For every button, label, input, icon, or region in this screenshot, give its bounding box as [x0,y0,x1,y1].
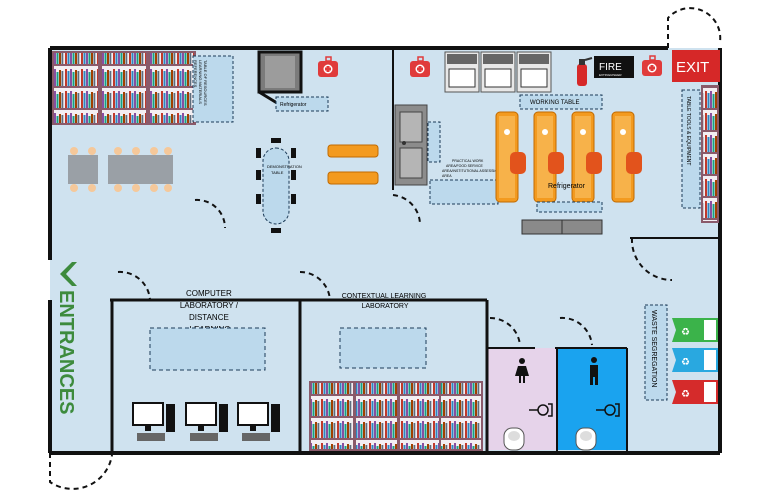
interior-walls [110,48,720,453]
svg-text:♻: ♻ [681,389,690,400]
practical-work-label: PRACTICAL WORK AREA/FOOD SERVICE AREA/IN… [442,159,504,178]
waste-segregation-label: WASTE SEGREGATION [650,310,657,387]
sink-icon [394,104,428,186]
fire-sign [594,56,634,78]
refrigerator-label: Refrigerator [548,183,586,190]
recycle-bin-green: ♻ [672,318,718,342]
computer-lab-table [149,327,266,371]
working-table-label: WORKING TABLE [530,100,579,106]
female-toilet-icon [515,358,529,383]
tools-equipment-label: TABLE TOOLS & EQUIPMENT [685,96,691,165]
svg-text:TABLE: TABLE [271,170,284,175]
resources-label: TABLE OF RESOURCES LEARNING MATERIALS RE… [193,60,208,107]
cutting-boards [327,144,379,185]
bookshelf [100,51,148,125]
demonstration-table: DEMONSTRATION TABLE [256,138,302,233]
refrigerator-small-box [275,96,329,112]
cooking-stations [495,111,642,203]
bookshelf [354,381,399,451]
outer-walls [48,46,722,455]
first-aid-icon [642,55,662,76]
first-aid-icon [410,56,430,77]
door-swings [49,7,722,490]
fire-sublabel: EXTINGUISHER [599,73,622,77]
stoves [444,51,552,93]
waste-segregation-table [644,304,668,401]
bookshelf [398,381,441,451]
desktop-computer-icon [237,402,280,441]
exit-sign [672,50,720,82]
station-counter [536,201,603,213]
entrances-label: ENTRANCES [55,290,77,414]
chevron-left-icon [60,262,77,286]
fire-label: FIRE [599,62,622,73]
fire-extinguisher-icon [577,57,593,86]
desktop-computer-icon [185,402,228,441]
bookshelf [309,381,355,451]
recycle-bin-red: ♻ [672,380,718,404]
bookshelf [439,381,483,451]
desktop-computer-icon [132,402,175,441]
exit-label: EXIT [676,59,709,76]
bookshelf [701,85,719,223]
svg-text:♻: ♻ [681,327,690,338]
working-table [519,94,603,110]
contextual-lab-label: CONTEXTUAL LEARNING LABORATORY [342,293,429,310]
sink-side-table [427,121,441,163]
svg-text:DEMONSTRATION: DEMONSTRATION [267,164,302,169]
resources-table [192,55,234,123]
dining-tables [68,147,173,192]
exhaust-hood-inner [265,56,295,88]
toilet-bowl-icon [503,427,525,451]
contextual-lab-table [339,327,427,369]
practical-work-table [429,179,499,205]
refrigerator-small-label: Refrigerator [280,102,307,108]
first-aid-icon [318,56,338,77]
bookshelf [148,51,196,125]
toilet-bowl-icon [575,427,597,451]
bookshelf [52,51,100,125]
male-toilet-icon [590,357,598,385]
tools-equipment-table [681,89,701,209]
urinal-icon [596,403,620,417]
svg-text:♻: ♻ [681,357,690,368]
recycle-bin-blue: ♻ [672,348,718,372]
urinal-icon [529,403,553,417]
